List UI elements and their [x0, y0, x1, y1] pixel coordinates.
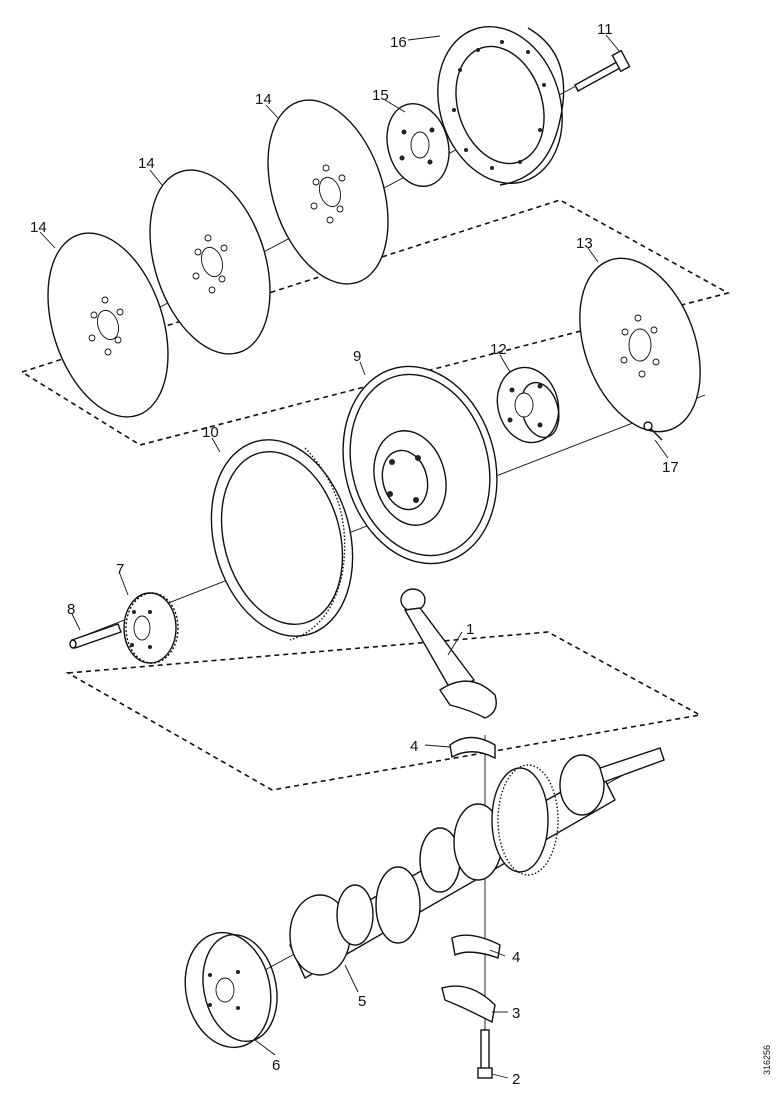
adapter-hub: [496, 366, 560, 444]
hub-plate: [386, 102, 450, 188]
callout-8: 8: [67, 601, 75, 618]
flange-bolt: [574, 49, 631, 92]
flex-disc-2: [149, 169, 271, 355]
leader-lines: [39, 34, 669, 1079]
callout-9: 9: [353, 348, 361, 365]
callout-14-middle: 14: [138, 155, 155, 172]
callout-2: 2: [512, 1071, 520, 1088]
callout-3: 3: [512, 1005, 520, 1022]
callout-14-right: 14: [255, 91, 272, 108]
small-screw: [643, 421, 663, 441]
flex-disc-3: [267, 99, 389, 285]
ring-flange: [437, 25, 565, 186]
flex-plate: [579, 257, 701, 433]
dowel-pin: [69, 623, 122, 649]
callout-15: 15: [372, 87, 389, 104]
callout-4-upper: 4: [410, 738, 418, 755]
bearing-cap: [441, 985, 496, 1024]
flywheel: [342, 365, 498, 565]
crankshaft: [289, 747, 665, 979]
bearing-shell-upper: [449, 736, 496, 760]
callout-11: 11: [597, 21, 613, 38]
callout-16: 16: [390, 34, 407, 51]
cap-bolt: [477, 1029, 493, 1079]
flex-disc-1: [47, 232, 169, 418]
bearing-shell-lower: [451, 934, 501, 959]
callout-1: 1: [466, 621, 474, 638]
callout-4-lower: 4: [512, 949, 520, 966]
timing-gear: [123, 592, 179, 664]
callout-7: 7: [116, 561, 124, 578]
flexplate-group-outline: [20, 199, 731, 446]
crank-pulley: [184, 931, 278, 1049]
callout-10: 10: [202, 424, 219, 441]
callout-12: 12: [490, 341, 507, 358]
callout-13: 13: [576, 235, 593, 252]
callout-6: 6: [272, 1057, 280, 1074]
callout-14-left: 14: [30, 219, 47, 236]
callout-17: 17: [662, 459, 679, 476]
connecting-rod: [400, 588, 497, 719]
callout-5: 5: [358, 993, 366, 1010]
ring-gear: [210, 439, 354, 641]
document-id: 316256: [762, 1045, 772, 1075]
